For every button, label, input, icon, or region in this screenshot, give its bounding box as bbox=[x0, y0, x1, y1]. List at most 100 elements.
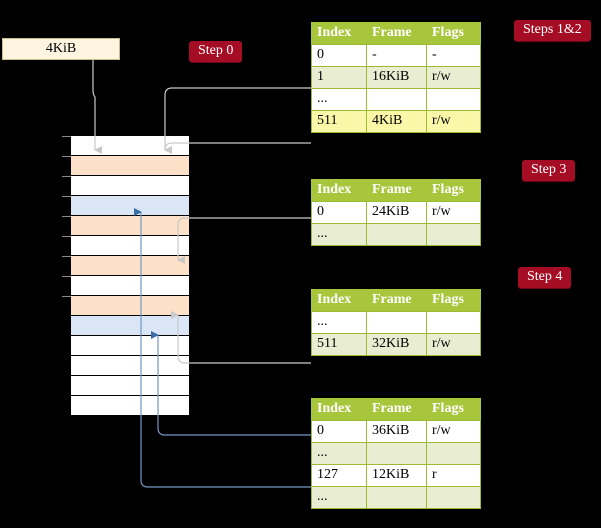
table-cell-frm bbox=[366, 223, 427, 246]
table-cell-idx: ... bbox=[311, 442, 367, 465]
badge-step-3-label: Step 3 bbox=[522, 160, 576, 182]
table-cell-idx: 0 bbox=[311, 44, 367, 67]
table-cell-idx: 127 bbox=[311, 464, 367, 487]
memory-row-tick bbox=[62, 296, 71, 297]
badge-steps-1-and-2: Steps 1&2 bbox=[514, 20, 591, 42]
table-cell-idx: ... bbox=[311, 311, 367, 334]
table-cell-frm bbox=[366, 442, 427, 465]
column-header-flags: Flags bbox=[426, 22, 481, 45]
table-cell-flg: - bbox=[426, 44, 481, 67]
memory-row-tick bbox=[62, 216, 71, 217]
badge-steps-1-and-2-label: Steps 1&2 bbox=[514, 20, 591, 42]
table-cell-flg bbox=[426, 311, 481, 334]
memory-frame-row bbox=[70, 395, 190, 416]
table-cell-idx: 0 bbox=[311, 201, 367, 224]
table-cell-flg: r/w bbox=[426, 110, 481, 133]
table-cell-frm bbox=[366, 486, 427, 509]
table-cell-flg: r/w bbox=[426, 201, 481, 224]
table-cell-idx: ... bbox=[311, 223, 367, 246]
table-cell-idx: 1 bbox=[311, 66, 367, 89]
memory-frame-row bbox=[62, 215, 190, 236]
table-row: ... bbox=[311, 88, 481, 111]
table-row: ... bbox=[311, 486, 481, 509]
badge-step-0: Step 0 bbox=[189, 41, 243, 63]
memory-column bbox=[62, 135, 190, 416]
table-cell-flg: r/w bbox=[426, 66, 481, 89]
wire-pdpt-down bbox=[177, 217, 311, 264]
wire-pd-up bbox=[171, 311, 311, 364]
table-cell-frm: 12KiB bbox=[366, 464, 427, 487]
memory-frame-row bbox=[70, 375, 190, 396]
table-cell-flg: r/w bbox=[426, 420, 481, 443]
table-cell-idx: ... bbox=[311, 88, 367, 111]
memory-frame-row bbox=[62, 195, 190, 216]
memory-row-tick bbox=[62, 176, 71, 177]
memory-frame-row bbox=[70, 355, 190, 376]
column-header-index: Index bbox=[311, 22, 367, 45]
column-header-index: Index bbox=[311, 289, 367, 312]
badge-step-0-label: Step 0 bbox=[189, 41, 243, 63]
table-cell-frm: 36KiB bbox=[366, 420, 427, 443]
wire-mem-to-pml4 bbox=[164, 87, 311, 96]
table-cell-idx: 511 bbox=[311, 333, 367, 356]
table-cell-flg bbox=[426, 442, 481, 465]
table-cell-frm bbox=[366, 88, 427, 111]
table-cell-frm: 24KiB bbox=[366, 201, 427, 224]
column-header-frame: Frame bbox=[366, 398, 427, 421]
badge-step-4-label: Step 4 bbox=[518, 267, 572, 289]
memory-frame-row bbox=[62, 155, 190, 176]
table-row: ... bbox=[311, 442, 481, 465]
memory-row-tick bbox=[62, 236, 71, 237]
memory-row-tick bbox=[62, 256, 71, 257]
memory-row-tick bbox=[62, 276, 71, 277]
table-row: 0-- bbox=[311, 44, 481, 67]
column-header-flags: Flags bbox=[426, 398, 481, 421]
column-header-frame: Frame bbox=[366, 22, 427, 45]
table-cell-frm bbox=[366, 311, 427, 334]
memory-row-tick bbox=[62, 196, 71, 197]
memory-frame-row bbox=[62, 275, 190, 296]
badge-step-4: Step 4 bbox=[518, 267, 572, 289]
column-header-flags: Flags bbox=[426, 289, 481, 312]
memory-frame-row bbox=[62, 255, 190, 276]
table-cell-flg bbox=[426, 486, 481, 509]
column-header-index: Index bbox=[311, 398, 367, 421]
table-cell-flg bbox=[426, 223, 481, 246]
table-row: ... bbox=[311, 223, 481, 246]
memory-frame-row bbox=[62, 135, 190, 156]
badge-step-3: Step 3 bbox=[522, 160, 576, 182]
table-cell-frm: 32KiB bbox=[366, 333, 427, 356]
table-cell-flg: r bbox=[426, 464, 481, 487]
table-cell-idx: 511 bbox=[311, 110, 367, 133]
page-box-4kib: 4KiB bbox=[2, 38, 120, 60]
table-cell-frm: 16KiB bbox=[366, 66, 427, 89]
memory-row-tick bbox=[62, 156, 71, 157]
table-cell-flg bbox=[426, 88, 481, 111]
memory-frame-row bbox=[70, 335, 190, 356]
table-cell-flg: r/w bbox=[426, 333, 481, 356]
memory-frame-row bbox=[70, 315, 190, 336]
table-cell-idx: 0 bbox=[311, 420, 367, 443]
memory-frame-row bbox=[62, 175, 190, 196]
column-header-flags: Flags bbox=[426, 179, 481, 202]
table-cell-frm: 4KiB bbox=[366, 110, 427, 133]
column-header-frame: Frame bbox=[366, 289, 427, 312]
page-box-label: 4KiB bbox=[45, 41, 77, 56]
